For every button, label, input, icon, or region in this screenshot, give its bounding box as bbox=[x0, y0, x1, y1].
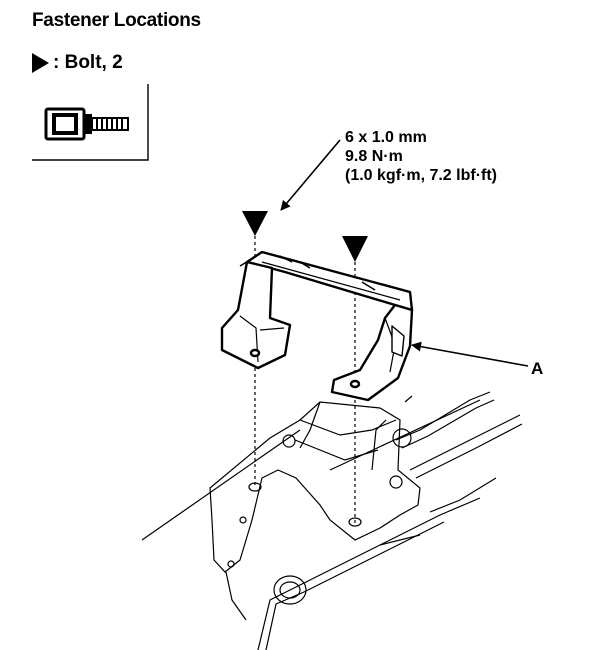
black-triangle-icon bbox=[32, 53, 49, 73]
bolt-location-marker-right bbox=[342, 236, 368, 262]
spec-leader-arrow bbox=[280, 139, 341, 211]
torque-spec-nm: 9.8 N·m bbox=[345, 148, 403, 165]
legend-label: : Bolt, 2 bbox=[53, 52, 123, 73]
torque-spec-size: 6 x 1.0 mm bbox=[345, 129, 427, 146]
torque-spec-alt-units: (1.0 kgf·m, 7.2 lbf·ft) bbox=[345, 167, 498, 184]
bolt-location-marker-left bbox=[242, 211, 268, 236]
bracket-a bbox=[220, 250, 414, 402]
bolt-icon bbox=[44, 107, 129, 141]
bolt-illustration bbox=[32, 84, 149, 161]
callout-a-leader-arrow bbox=[411, 341, 529, 367]
legend: : Bolt, 2 bbox=[32, 52, 123, 74]
bolt-frame-lines bbox=[32, 84, 149, 161]
mount-base bbox=[141, 391, 523, 650]
callout-label-a: A bbox=[531, 359, 544, 378]
page-title: Fastener Locations bbox=[32, 10, 201, 31]
torque-spec: 6 x 1.0 mm 9.8 N·m (1.0 kgf·m, 7.2 lbf·f… bbox=[345, 128, 497, 185]
